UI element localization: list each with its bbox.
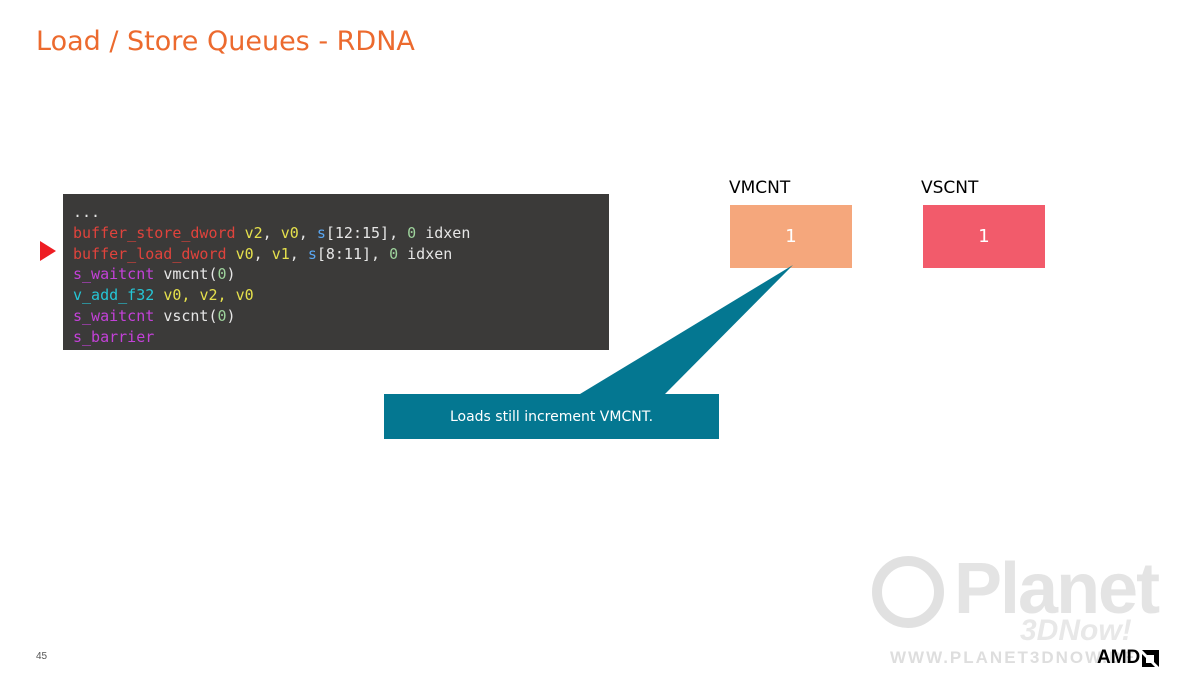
page-number: 45: [36, 651, 48, 662]
code-line-v-add: v_add_f32 v0, v2, v0: [73, 286, 254, 305]
amd-logo: AMD: [1097, 647, 1160, 669]
vscnt-label: VSCNT: [921, 178, 979, 198]
code-line-waitcnt-vmcnt: s_waitcnt vmcnt(0): [73, 265, 236, 284]
current-line-arrow-icon: [40, 241, 56, 261]
code-block: ... buffer_store_dword v2, v0, s[12:15], …: [63, 194, 609, 350]
watermark-planet-icon: [872, 556, 944, 628]
vscnt-box: 1: [923, 205, 1045, 268]
amd-logo-text: AMD: [1097, 647, 1141, 668]
callout-pointer-shape: [580, 265, 793, 394]
callout-box: [384, 394, 719, 439]
watermark-brand: Planet: [954, 549, 1160, 629]
vmcnt-label: VMCNT: [729, 178, 791, 198]
slide-title: Load / Store Queues - RDNA: [36, 26, 415, 57]
watermark-sub: 3DNow!: [1020, 614, 1132, 647]
code-line-ellipsis: ...: [73, 203, 101, 221]
watermark-url: WWW.PLANET3DNOW.DE: [890, 648, 1137, 667]
vmcnt-box: 1: [730, 205, 852, 268]
code-line-barrier: s_barrier: [73, 327, 155, 346]
code-line-waitcnt-vscnt: s_waitcnt vscnt(0): [73, 306, 236, 325]
callout-text: Loads still increment VMCNT.: [449, 408, 654, 425]
amd-arrow-icon: [1142, 649, 1160, 667]
watermark: Planet 3DNow! WWW.PLANET3DNOW.DE: [870, 548, 1190, 668]
code-line-buffer-load: buffer_load_dword v0, v1, s[8:11], 0 idx…: [73, 244, 453, 263]
code-line-buffer-store: buffer_store_dword v2, v0, s[12:15], 0 i…: [73, 223, 471, 242]
